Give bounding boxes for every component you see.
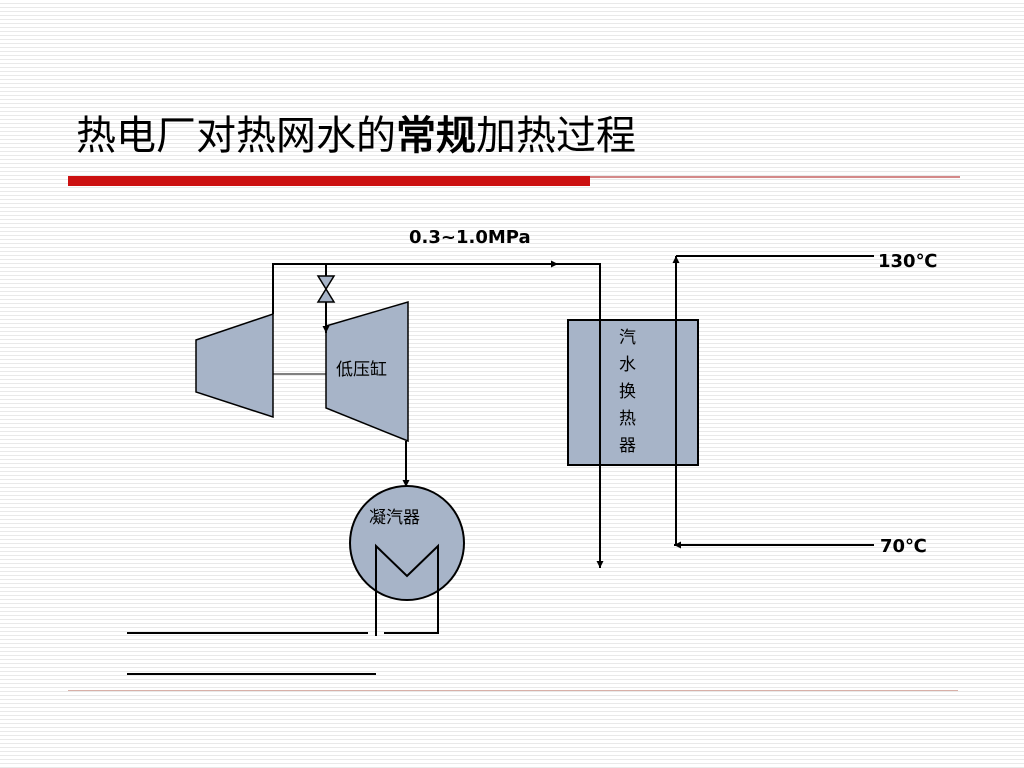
condenser: [349, 485, 465, 601]
turbine-label: 低压缸: [336, 359, 387, 380]
supply-temperature-label: 130℃: [878, 251, 937, 272]
heat-exchanger-label-1: 汽: [619, 328, 636, 348]
low-pressure-turbine: [325, 300, 409, 443]
heat-exchanger-label-4: 热: [619, 409, 636, 429]
pressure-label: 0.3~1.0MPa: [409, 227, 531, 248]
footer-divider: [68, 690, 958, 691]
steam-valve-icon: [316, 275, 336, 303]
condenser-cooling-coil: [375, 543, 439, 636]
heat-exchanger-label-5: 器: [619, 436, 636, 456]
title-underline-thin: [590, 176, 960, 178]
extraction-steam-line: [272, 260, 558, 314]
condenser-label: 凝汽器: [369, 508, 420, 528]
title-part-2-bold: 常规: [396, 112, 476, 159]
slide-title: 热电厂对热网水的常规加热过程: [76, 108, 636, 164]
high-pressure-turbine: [195, 312, 274, 419]
heat-exchanger-label-2: 水: [619, 355, 636, 375]
return-temperature-label: 70℃: [880, 536, 927, 557]
title-part-3: 加热过程: [476, 113, 636, 159]
heat-exchanger-label-3: 换: [619, 382, 636, 402]
steam-line-to-exchanger: [556, 263, 601, 320]
title-underline-red: [68, 176, 590, 186]
title-part-1: 热电厂对热网水的: [76, 113, 396, 159]
